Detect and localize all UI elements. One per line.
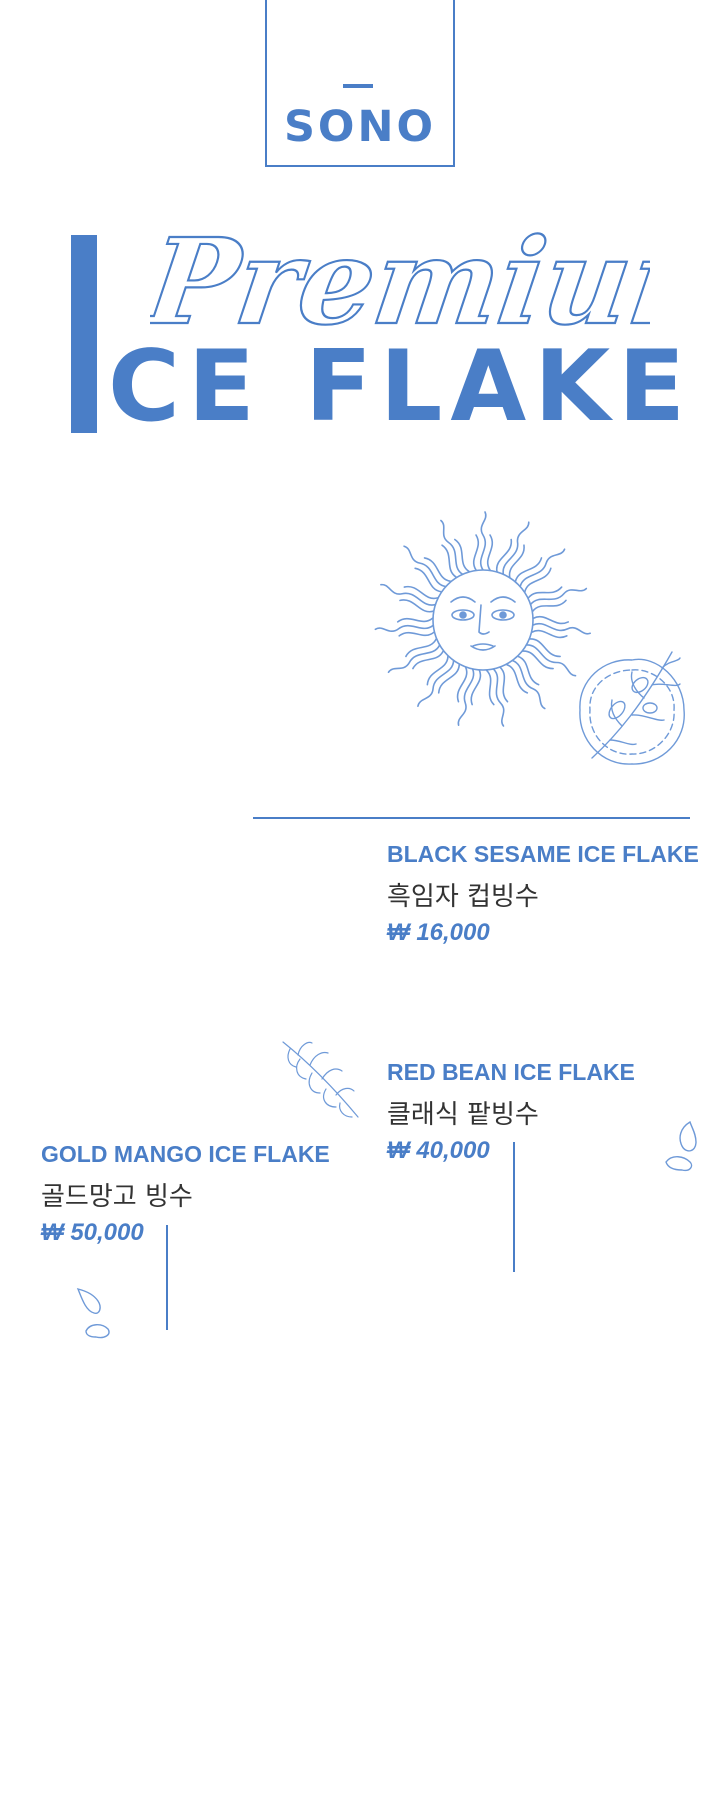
fern-leaf-icon bbox=[282, 1041, 359, 1118]
vertical-line bbox=[513, 1142, 515, 1272]
droplet-icon bbox=[665, 1120, 697, 1172]
item-price: ₩ 40,000 bbox=[387, 1137, 490, 1164]
title-letter-i-bar bbox=[71, 235, 97, 433]
item-name-en: GOLD MANGO ICE FLAKE bbox=[41, 1141, 330, 1167]
logo-text: SONO bbox=[283, 102, 437, 152]
item-name-ko: 골드망고 빙수 bbox=[41, 1182, 193, 1212]
logo-frame bbox=[265, 0, 455, 167]
item-price: ₩ 50,000 bbox=[41, 1219, 144, 1246]
logo-dash bbox=[343, 84, 373, 88]
vertical-line bbox=[166, 1225, 168, 1330]
item-name-en: RED BEAN ICE FLAKE bbox=[387, 1059, 635, 1085]
item-name-ko: 클래식 팥빙수 bbox=[387, 1100, 539, 1130]
title-main: CE FLAKE bbox=[108, 330, 694, 444]
divider-line bbox=[253, 817, 690, 819]
droplet-icon bbox=[76, 1287, 110, 1339]
item-price: ₩ 16,000 bbox=[387, 919, 490, 946]
olive-branch-icon bbox=[579, 651, 685, 765]
title-script: Premium bbox=[150, 211, 650, 345]
item-name-en: BLACK SESAME ICE FLAKE bbox=[387, 841, 699, 867]
title-script-text: Premium bbox=[150, 213, 650, 345]
item-name-ko: 흑임자 컵빙수 bbox=[387, 882, 539, 912]
sun-face-icon bbox=[373, 511, 593, 729]
